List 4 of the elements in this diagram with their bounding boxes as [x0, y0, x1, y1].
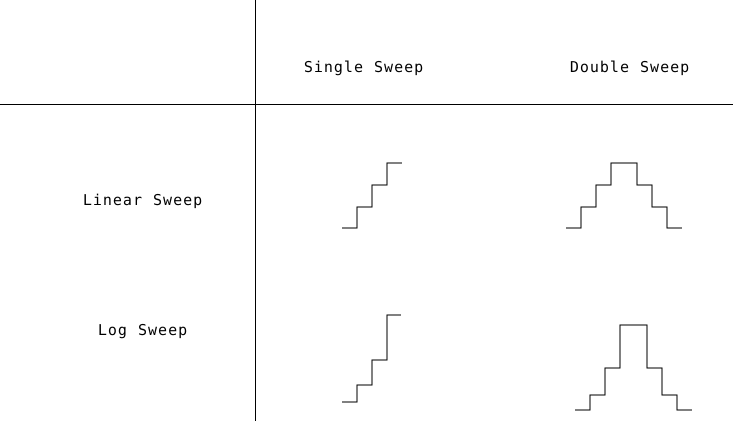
- column-header: Double Sweep: [570, 58, 690, 76]
- row-header: Linear Sweep: [82, 191, 204, 209]
- column-header: Single Sweep: [304, 58, 424, 76]
- row-header: Log Sweep: [98, 321, 188, 339]
